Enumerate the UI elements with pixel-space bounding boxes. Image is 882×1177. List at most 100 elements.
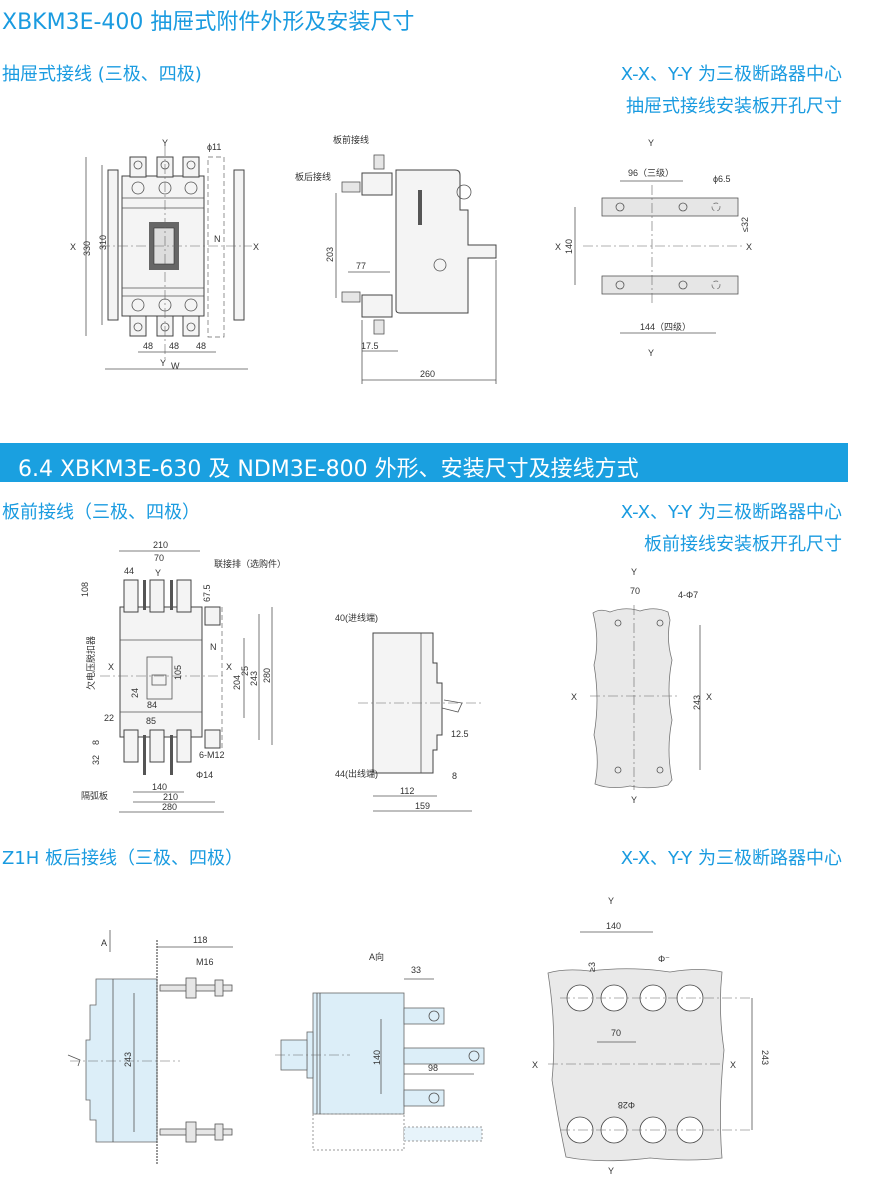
dim-108: 108	[80, 582, 90, 597]
label-phi14: Φ14	[196, 770, 213, 780]
section2-title: 6.4 XBKM3E-630 及 NDM3E-800 外形、安装尺寸及接线方式	[18, 457, 639, 482]
label-n: N	[210, 642, 217, 652]
label-y-bottom: Y	[648, 348, 654, 358]
label-y-top: Y	[162, 138, 168, 148]
dim-243: 243	[123, 1052, 133, 1067]
dim-70: 70	[630, 586, 640, 596]
dim-159: 159	[415, 801, 430, 811]
dim-310: 310	[98, 235, 108, 250]
label-m16: M16	[196, 957, 214, 967]
section1-note2: 抽屉式接线安装板开孔尺寸	[626, 96, 842, 117]
label-front-wiring: 板前接线	[333, 134, 369, 145]
dim-40-incoming: 40(进线端)	[335, 612, 378, 623]
label-4-phi7: 4-Φ7	[678, 590, 698, 600]
label-x-left: X	[108, 662, 114, 672]
label-w: W	[171, 361, 180, 371]
label-y-top: Y	[608, 896, 614, 906]
label-x-right: X	[226, 662, 232, 672]
drawing-630-side-view: 40(进线端) 44(出线端) 12.5 8 112 159	[335, 612, 482, 812]
dim-243: 243	[249, 671, 259, 686]
label-x-right: X	[746, 242, 752, 252]
drawing-z1h-hole-layout: Y Y 140 ≥3 Φ⁻ 70 X X 243 Φ28	[532, 896, 770, 1176]
dim-210-bottom: 210	[163, 792, 178, 802]
dim-3: ≥3	[587, 962, 597, 972]
dim-48a: 48	[143, 341, 153, 351]
dim-243: 243	[692, 695, 702, 710]
section2-note: X-X、Y-Y 为三极断路器中心	[620, 502, 842, 523]
dim-22: 22	[104, 713, 114, 723]
label-y-top: Y	[648, 138, 654, 148]
dim-280-vertical: 280	[262, 668, 272, 683]
dim-260: 260	[420, 369, 435, 379]
dim-33: 33	[411, 965, 421, 975]
dim-280: 280	[162, 802, 177, 812]
drawing-400-front-view: Y ϕ11 X X 330 310 N 48 48 48 Y W	[70, 138, 259, 371]
section1-title: XBKM3E-400 抽屉式附件外形及安装尺寸	[2, 10, 415, 35]
label-x-right: X	[253, 242, 259, 252]
drawing-630-front-view: 210 70 44 Y 108 67.5 联接排（选购件） 欠电压脱扣器 X X…	[80, 540, 286, 813]
label-phi11: ϕ11	[207, 142, 221, 152]
label-phi6-5: ϕ6.5	[713, 174, 731, 184]
dim-44-outgoing: 44(出线端)	[335, 768, 378, 779]
label-rear-wiring: 板后接线	[295, 171, 331, 182]
section3-note: X-X、Y-Y 为三极断路器中心	[620, 848, 842, 869]
section1-note: X-X、Y-Y 为三极断路器中心	[620, 64, 842, 85]
label-x-left: X	[70, 242, 76, 252]
label-phi: Φ⁻	[658, 954, 670, 964]
dim-203: 203	[325, 247, 335, 262]
dim-24: 24	[130, 688, 140, 698]
section3-subtitle: Z1H 板后接线（三极、四极）	[2, 848, 244, 869]
dim-8: 8	[452, 771, 457, 781]
dim-44: 44	[124, 566, 134, 576]
dim-84: 84	[147, 700, 157, 710]
dim-118: 118	[193, 935, 207, 945]
dim-210: 210	[153, 540, 168, 550]
label-x-left: X	[571, 692, 577, 702]
dim-204: 204	[232, 675, 242, 690]
label-a-direction: A向	[369, 951, 384, 962]
label-6-m12: 6-M12	[199, 750, 225, 760]
label-x-left: X	[532, 1060, 538, 1070]
dim-77: 77	[356, 261, 366, 271]
label-y-bottom: Y	[160, 358, 166, 368]
drawing-400-hole-layout: Y Y 96（三级） ϕ6.5 X X 140 ≤32 144（四级）	[555, 138, 752, 358]
label-y-bottom: Y	[631, 795, 637, 805]
dim-140: 140	[152, 782, 167, 792]
section2-subtitle: 板前接线（三极、四极）	[2, 502, 200, 523]
dim-140: 140	[606, 921, 621, 931]
label-n: N	[214, 234, 221, 244]
section2-note2: 板前接线安装板开孔尺寸	[644, 534, 842, 555]
label-y-bottom: Y	[608, 1166, 614, 1176]
dim-98: 98	[428, 1063, 438, 1073]
dim-67-5: 67.5	[202, 584, 212, 602]
dim-25: 25	[240, 666, 250, 676]
label-arc-barrier: 隔弧板	[81, 790, 108, 801]
dim-48b: 48	[169, 341, 179, 351]
dim-32: 32	[91, 755, 101, 765]
label-phi28: Φ28	[618, 1100, 635, 1110]
dim-105: 105	[173, 665, 183, 680]
drawing-z1h-side-view: A 118 M16 243	[67, 930, 233, 1165]
dim-32: ≤32	[740, 217, 750, 232]
dim-330: 330	[82, 241, 92, 256]
section1-subtitle: 抽屉式接线 (三极、四极)	[2, 64, 202, 85]
drawing-630-hole-layout: Y Y 70 4-Φ7 X X 243	[571, 567, 712, 805]
dim-70: 70	[611, 1028, 621, 1038]
label-x-right: X	[730, 1060, 736, 1070]
label-undervoltage-release: 欠电压脱扣器	[85, 636, 96, 690]
label-x-left: X	[555, 242, 561, 252]
dim-140: 140	[372, 1050, 382, 1065]
dim-144: 144（四级）	[640, 321, 691, 332]
dim-17-5: 17.5	[361, 341, 379, 351]
dim-140: 140	[564, 239, 574, 254]
label-busbar: 联接排（选购件）	[214, 558, 286, 569]
section2-header-bar: 6.4 XBKM3E-630 及 NDM3E-800 外形、安装尺寸及接线方式	[0, 443, 848, 482]
dim-85: 85	[146, 716, 156, 726]
dim-112: 112	[400, 786, 414, 796]
label-a: A	[101, 938, 107, 948]
drawing-z1h-a-view: A向 33 140 98	[275, 951, 485, 1151]
dim-12-5: 12.5	[451, 729, 469, 739]
dim-96: 96（三级）	[628, 167, 674, 178]
